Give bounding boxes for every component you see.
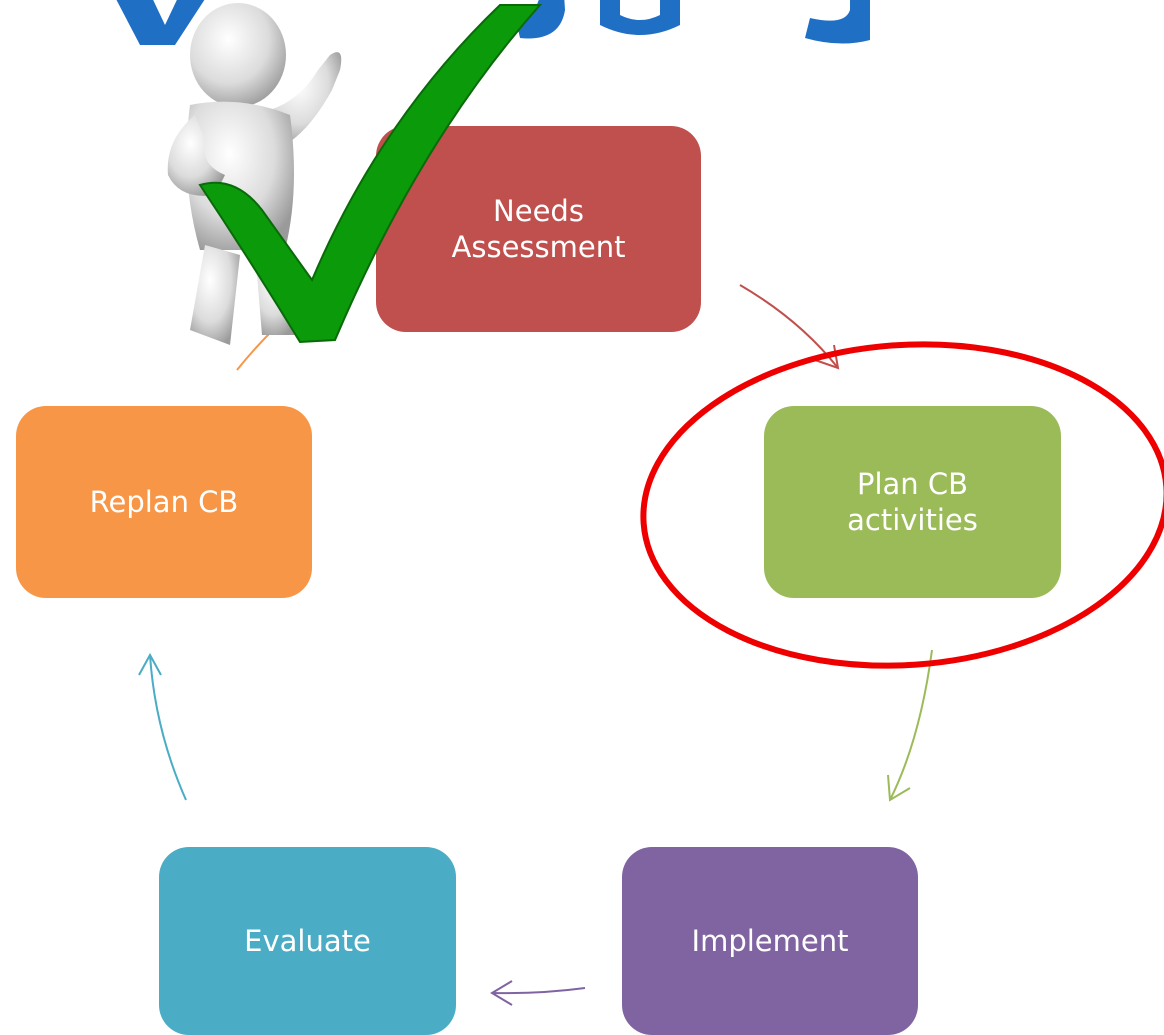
node-implement: Implement [622, 847, 918, 1035]
node-evaluate-label: Evaluate [244, 923, 371, 958]
arrow-needs-to-plan [739, 284, 840, 370]
node-plan-cb-activities-label: Plan CB activities [847, 466, 978, 537]
arrow-implement-to-evaluate [490, 980, 586, 1006]
title-glyph-g-1 [515, 0, 565, 39]
title-glyph-y [116, 0, 205, 45]
title-fragment [116, 0, 870, 45]
node-needs-assessment: Needs Assessment [376, 126, 701, 332]
node-plan-cb-activities: Plan CB activities [764, 406, 1061, 598]
node-replan-cb-label: Replan CB [89, 484, 239, 519]
node-implement-label: Implement [691, 923, 849, 958]
node-replan-cb: Replan CB [16, 406, 312, 598]
title-glyph-g-3 [805, 0, 870, 44]
arrow-evaluate-to-replan [138, 652, 187, 801]
arrow-plan-to-implement [887, 649, 933, 802]
title-glyph-g-2 [600, 0, 680, 35]
node-evaluate: Evaluate [159, 847, 456, 1035]
figure-person-icon [167, 3, 342, 345]
node-needs-assessment-label: Needs Assessment [451, 193, 626, 264]
arrow-replan-to-needs [236, 304, 301, 371]
